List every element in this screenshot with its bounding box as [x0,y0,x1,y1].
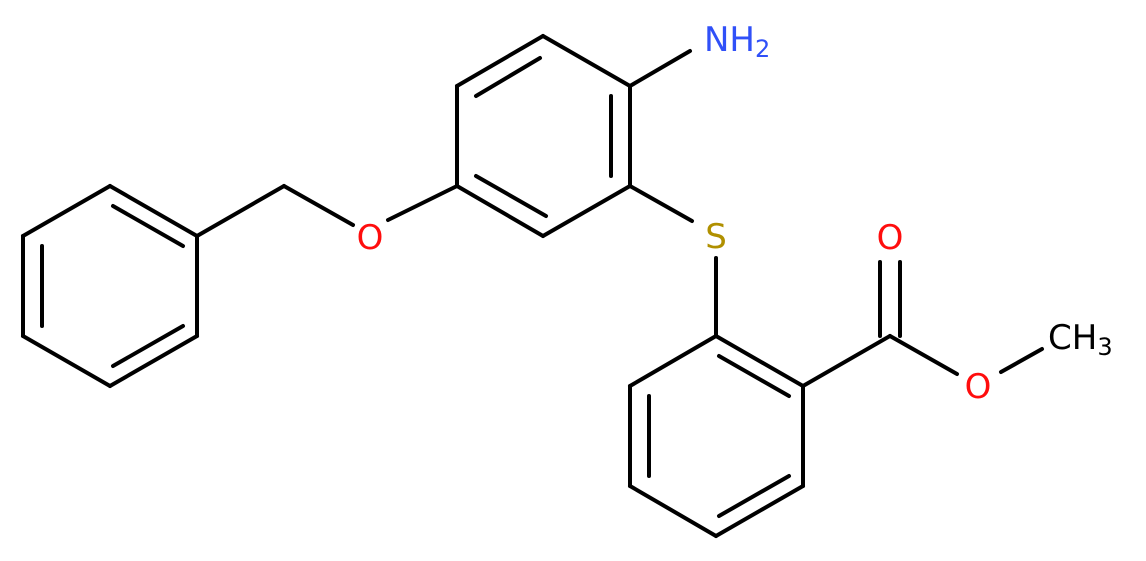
ether-o-aryl-bond [386,184,459,222]
ester-bonds [801,260,1044,388]
amine-subscript: 2 [755,35,770,63]
sulfur-label: S [705,217,727,257]
methyl-label: CH3 [1048,318,1113,361]
carbonyl-oxygen-label: O [877,218,904,258]
amine-bond [628,49,692,88]
amine-symbol: NH [704,20,755,60]
benzyl-phenyl-ring [21,184,199,388]
benzyl-ch2-bonds [195,184,355,238]
aminophenyl-ring [455,34,632,238]
methyl-symbol: CH [1048,318,1097,358]
thioether-bonds [628,184,718,338]
ester-oxygen-label: O [965,367,992,407]
benzoate-ring [628,334,805,538]
methyl-subscript: 3 [1097,333,1112,361]
amine-label: NH2 [704,20,770,63]
ether-oxygen-label: O [357,218,384,258]
